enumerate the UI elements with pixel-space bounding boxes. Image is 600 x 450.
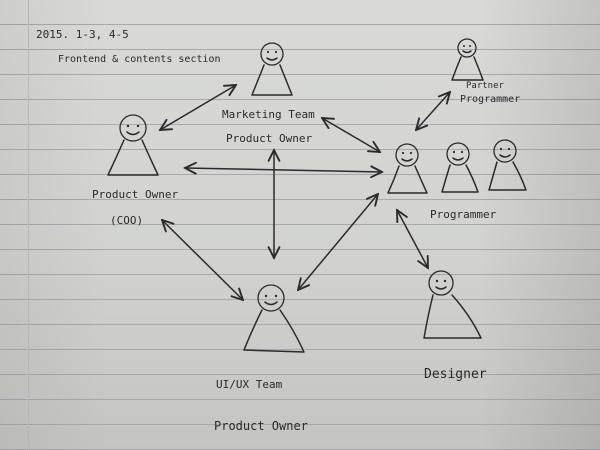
arrow-coo-marketing — [160, 85, 236, 130]
programmer-label: Programmer — [430, 208, 497, 221]
programmer-person-icon — [387, 143, 428, 194]
product-owner-label: Product Owner — [92, 188, 178, 201]
margin-line — [28, 0, 29, 450]
marketing-team-label: Marketing Team — [222, 108, 315, 121]
partner-programmer-person-icon — [451, 38, 484, 81]
arrow-programmer-designer — [397, 210, 428, 268]
product-owner-person-icon — [107, 114, 159, 176]
programmer-person-icon — [441, 142, 479, 193]
product-owner-role-label: (COO) — [110, 214, 143, 227]
uiux-team-person-icon — [243, 284, 305, 353]
uiux-team-label: UI/UX Team — [216, 378, 283, 391]
partner-programmer-role-label: Programmer — [460, 94, 520, 105]
arrow-coo-uiux — [162, 220, 243, 300]
partner-programmer-label: Partner — [466, 81, 505, 91]
section-label: Frontend & contents section — [58, 54, 221, 65]
arrow-marketing-programmer — [322, 118, 380, 152]
marketing-team-person-icon — [251, 42, 293, 96]
arrow-uiux-programmer — [298, 194, 378, 290]
programmer-person-icon — [488, 139, 527, 191]
arrow-coo-programmer — [185, 168, 382, 172]
designer-person-icon — [423, 270, 482, 339]
designer-label: Designer — [424, 367, 487, 382]
arrow-programmer-partner — [416, 92, 450, 130]
date-label: 2015. 1-3, 4-5 — [36, 28, 129, 41]
marketing-team-role-label: Product Owner — [226, 132, 312, 145]
uiux-team-role-label: Product Owner — [214, 419, 308, 433]
